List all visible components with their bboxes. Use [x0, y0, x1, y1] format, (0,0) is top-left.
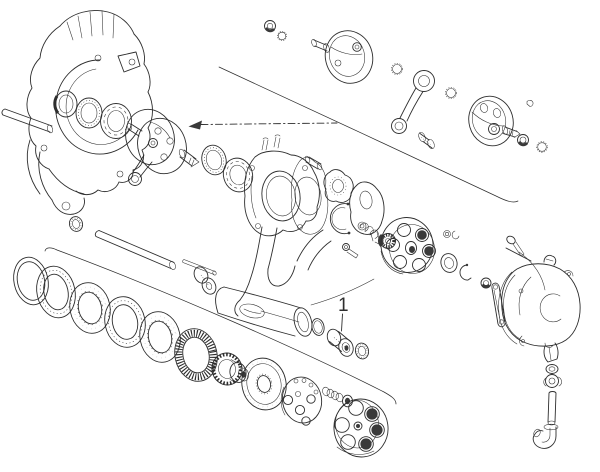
- flywheel-right-half: [468, 95, 521, 147]
- clutch-drum: [333, 398, 389, 458]
- case-gasket: [290, 157, 329, 235]
- callout-1: 1: [338, 295, 349, 332]
- friction-plate-2: [104, 296, 146, 348]
- kick-spring: [359, 222, 380, 245]
- retaining-clip: [459, 263, 472, 281]
- oil-seal: [201, 144, 227, 176]
- cover-screw: [505, 235, 546, 291]
- small-bolt: [342, 243, 359, 259]
- star-washer-3: [445, 87, 457, 99]
- side-cover-plate: [349, 181, 385, 242]
- cover-fittings: [532, 342, 562, 449]
- washer-ring: [440, 253, 458, 273]
- connecting-rod: [391, 70, 435, 134]
- seal-ring-small: [68, 216, 84, 232]
- swingarm-case: [215, 226, 375, 337]
- clutch-plate-stack: [13, 256, 389, 458]
- star-washer-1: [277, 31, 287, 41]
- callout-1-label: 1: [338, 295, 349, 316]
- lock-nut-small: [264, 20, 276, 33]
- callout-arrow: [188, 120, 338, 130]
- main-bearing: [222, 157, 254, 193]
- flywheel-left-half: [311, 30, 374, 84]
- bushing-seal: [354, 342, 370, 360]
- section-divider-top: [218, 66, 519, 203]
- knurled-roller: [193, 266, 217, 295]
- steel-plate-2: [139, 311, 181, 363]
- steel-plate-1: [69, 282, 111, 334]
- bushing-item-1: [326, 328, 354, 357]
- crankshaft-assembly: [125, 108, 200, 186]
- rubber-buffer: [323, 169, 354, 203]
- pressure-plate: [280, 376, 323, 426]
- star-washer-2: [391, 63, 403, 75]
- pivot-o-ring: [311, 318, 325, 336]
- section-divider-bottom: [44, 247, 397, 405]
- circlip: [329, 202, 351, 235]
- pushrod-tube: [94, 230, 176, 270]
- star-washer-4: [536, 141, 548, 153]
- hex-nut: [480, 277, 492, 289]
- friction-plate-3: [174, 328, 218, 382]
- friction-plate-1: [36, 265, 76, 319]
- sprocket-hub: [211, 352, 249, 386]
- tiny-nut: [443, 230, 460, 240]
- clutch-cover: [498, 254, 581, 348]
- dowel-pin: [304, 155, 323, 171]
- perforated-disc: [241, 357, 287, 411]
- pushrod: [182, 259, 217, 276]
- callout-1-leader: [341, 313, 343, 332]
- clutch-spring: [322, 386, 344, 403]
- crankcase-assembly: [1, 10, 153, 215]
- needle-bearing-cage: [418, 131, 435, 150]
- clutch-drum-upper: [380, 217, 436, 275]
- lock-nut-right: [517, 134, 529, 147]
- bearing-housing-half: [244, 134, 320, 237]
- woodruff-key: [526, 100, 534, 107]
